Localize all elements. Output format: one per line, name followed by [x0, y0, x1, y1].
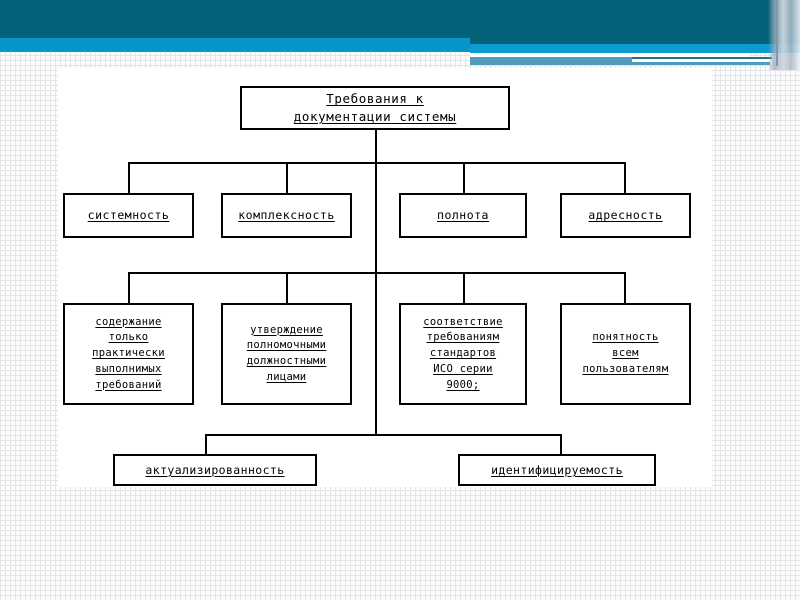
node-aktualizirovannost[interactable]: актуализированность — [113, 454, 317, 486]
header-band-dark-right — [470, 0, 800, 44]
connector-bus-level3 — [128, 272, 626, 274]
node-kompleksnost-line-1: комплексность — [238, 208, 335, 223]
root-node-line-1: Требования к — [326, 91, 424, 107]
node-adresnost-line-1: адресность — [588, 208, 663, 223]
connector-drop-l2-3 — [463, 162, 465, 193]
root-node[interactable]: Требования к документации системы — [240, 86, 510, 130]
header-band-mid — [470, 57, 770, 65]
connector-drop-l3-4 — [624, 272, 626, 303]
node-utverzhdenie-line-4: лицами — [266, 370, 307, 383]
connector-bus-level2 — [128, 162, 626, 164]
node-utverzhdenie-line-3: должностными — [246, 355, 327, 367]
node-ponyatnost-line-2: всем — [612, 347, 639, 360]
connector-drop-l2-4 — [624, 162, 626, 193]
node-systemnost[interactable]: системность — [63, 193, 194, 238]
node-soderzhanie-line-1: содержание — [95, 315, 162, 328]
header-band-bright-right — [470, 44, 800, 53]
node-sootvetstvie-line-5: 9000; — [446, 378, 480, 391]
node-sootvetstvie-line-4: ИСО серии — [433, 362, 493, 375]
connector-drop-l3-1 — [128, 272, 130, 303]
node-soderzhanie-line-2: только — [108, 331, 149, 344]
node-adresnost[interactable]: адресность — [560, 193, 691, 238]
node-sootvetstvie-line-2: требованиям — [426, 331, 500, 344]
node-sootvetstvie-line-3: стандартов — [429, 347, 497, 360]
connector-bus-level4 — [205, 434, 562, 436]
connector-drop-l3-3 — [463, 272, 465, 303]
connector-trunk — [375, 128, 377, 434]
connector-drop-l3-2 — [286, 272, 288, 303]
node-utverzhdenie-line-1: утверждение — [250, 323, 323, 336]
connector-drop-l2-2 — [286, 162, 288, 193]
node-soderzhanie-line-3: практически — [92, 347, 165, 360]
node-utverzhdenie[interactable]: утверждение полномочными должностными ли… — [221, 303, 352, 405]
connector-drop-l4-1 — [205, 434, 207, 454]
node-ponyatnost-line-1: понятность — [592, 331, 659, 344]
node-soderzhanie[interactable]: содержание только практически выполнимых… — [63, 303, 194, 405]
node-soderzhanie-line-5: требований — [95, 378, 162, 391]
node-sootvetstvie[interactable]: соответствие требованиям стандартов ИСО … — [399, 303, 527, 405]
connector-drop-l2-1 — [128, 162, 130, 193]
node-sootvetstvie-line-1: соответствие — [423, 315, 503, 328]
node-polnota[interactable]: полнота — [399, 193, 527, 238]
node-identifitsiruemost-line-1: идентифицируемость — [491, 462, 623, 477]
header-band-tail — [632, 59, 780, 62]
node-soderzhanie-line-4: выполнимых — [95, 362, 162, 375]
header-band-thin — [632, 57, 772, 59]
node-kompleksnost[interactable]: комплексность — [221, 193, 352, 238]
header-edge-strip — [768, 0, 800, 70]
header-edge-line — [776, 0, 778, 66]
header-band-gap — [470, 53, 750, 57]
connector-drop-l4-2 — [560, 434, 562, 454]
node-utverzhdenie-line-2: полномочными — [246, 339, 327, 352]
node-ponyatnost[interactable]: понятность всем пользователям — [560, 303, 691, 405]
node-ponyatnost-line-3: пользователям — [582, 362, 669, 375]
root-node-line-2: документации системы — [293, 109, 457, 124]
node-polnota-line-1: полнота — [437, 208, 489, 223]
node-identifitsiruemost[interactable]: идентифицируемость — [458, 454, 656, 486]
node-aktualizirovannost-line-1: актуализированность — [145, 462, 285, 477]
diagram-canvas: Требования к документации системы систем… — [58, 68, 712, 487]
node-systemnost-line-1: системность — [87, 208, 170, 223]
